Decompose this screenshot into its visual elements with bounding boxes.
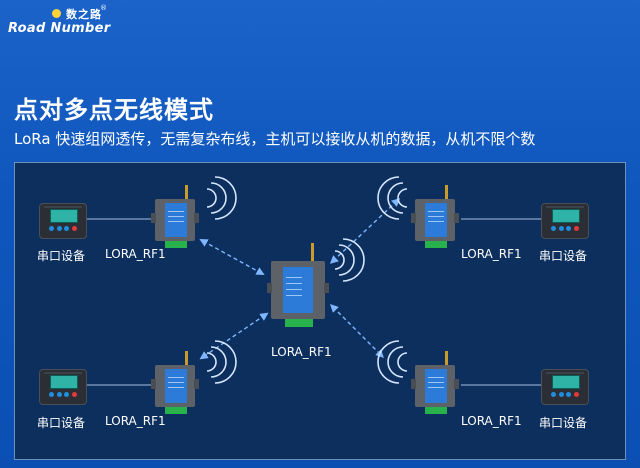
link-top-left xyxy=(199,238,265,276)
radio-wave-icons xyxy=(206,176,408,384)
topology-diagram: 串口设备 LORA_RF1 串口设备 LORA_RF1 LORA_RF1 LOR… xyxy=(14,162,626,460)
brand-logo: 数之路 ® Road Number xyxy=(8,4,118,36)
screen-icon xyxy=(50,209,78,223)
registered-mark: ® xyxy=(100,4,107,12)
serial-device-bottom-right xyxy=(541,369,589,405)
logo-mark-icon xyxy=(52,9,61,18)
lora-module-bottom-left xyxy=(151,351,199,414)
module-label: LORA_RF1 xyxy=(461,414,522,428)
module-label: LORA_RF1 xyxy=(105,414,166,428)
page-title: 点对多点无线模式 xyxy=(14,96,214,124)
serial-device-bottom-left xyxy=(39,369,87,405)
link-top-right xyxy=(329,198,401,264)
screen-icon xyxy=(50,375,78,389)
lora-module-bottom-right xyxy=(411,351,459,414)
link-bottom-right xyxy=(330,304,384,358)
screen-icon xyxy=(552,375,580,389)
lora-module-top-left xyxy=(151,185,199,248)
center-module-label: LORA_RF1 xyxy=(271,345,332,359)
serial-device-label: 串口设备 xyxy=(539,249,588,263)
module-label: LORA_RF1 xyxy=(105,247,166,261)
module-label: LORA_RF1 xyxy=(461,247,522,261)
page-subtitle: LoRa 快速组网透传，无需复杂布线，主机可以接收从机的数据，从机不限个数 xyxy=(14,130,536,148)
link-bottom-left xyxy=(199,312,269,360)
serial-device-top-left xyxy=(39,203,87,239)
brand-name-cn: 数之路 xyxy=(66,8,102,21)
lora-module-center xyxy=(267,243,331,327)
screen-icon xyxy=(552,209,580,223)
lora-module-top-right xyxy=(411,185,459,248)
serial-device-label: 串口设备 xyxy=(37,249,86,263)
serial-device-top-right xyxy=(541,203,589,239)
brand-name-en: Road Number xyxy=(8,21,111,36)
serial-device-label: 串口设备 xyxy=(37,416,86,430)
serial-device-label: 串口设备 xyxy=(539,416,588,430)
link-lines xyxy=(87,176,541,386)
